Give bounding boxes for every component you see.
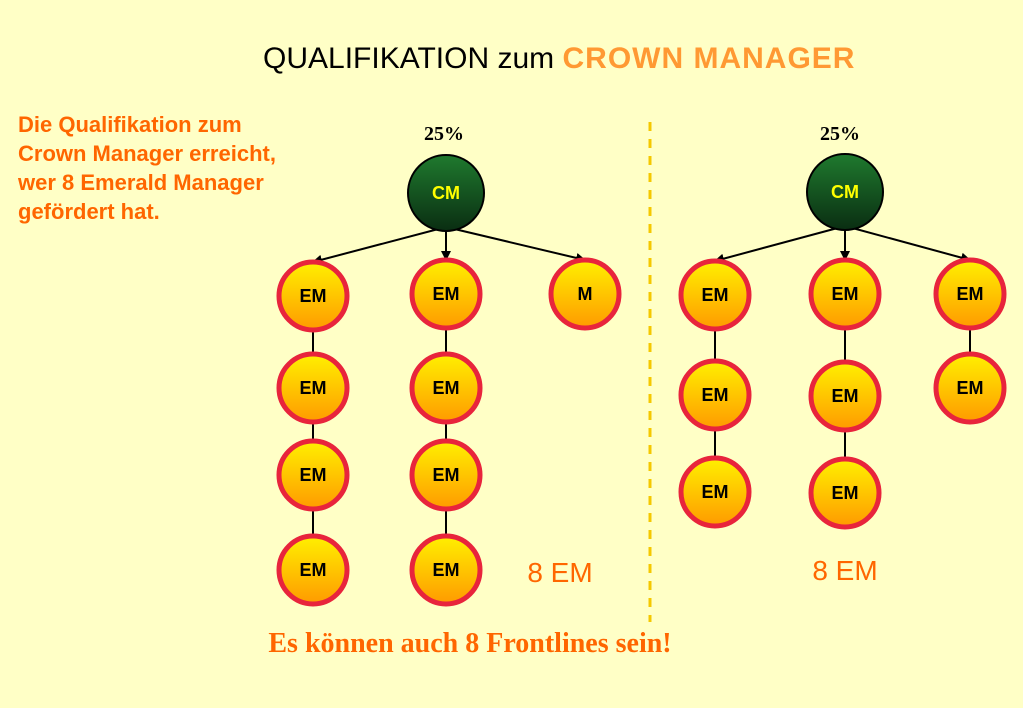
count-label: 8 EM [527, 557, 592, 588]
member-node-label: EM [832, 284, 859, 304]
member-node [548, 257, 622, 331]
branch-arrow [445, 226, 586, 263]
member-node-label: EM [300, 465, 327, 485]
member-node-label: EM [702, 482, 729, 502]
member-node-label: EM [702, 385, 729, 405]
member-node-label: EM [957, 284, 984, 304]
intro-text: Die Qualifikation zum Crown Manager erre… [18, 112, 276, 224]
frontlines-note: Es können auch 8 Frontlines sein! [268, 628, 672, 659]
member-node-label: EM [433, 560, 460, 580]
member-node-label: EM [957, 378, 984, 398]
branch-arrow [714, 225, 846, 264]
percent-label: 25% [424, 123, 464, 145]
member-node-label: EM [433, 284, 460, 304]
title-prefix: QUALIFIKATION zum [263, 42, 563, 75]
title-highlight: CROWN MANAGER [562, 42, 856, 75]
tree-1: 25% CM EM EM EM EM EM EM EM EM M 8 EM [276, 123, 622, 607]
member-node-label: EM [433, 465, 460, 485]
member-node-label: EM [300, 560, 327, 580]
root-node [407, 154, 485, 232]
member-node-label: EM [300, 378, 327, 398]
root-node-label: CM [432, 183, 460, 203]
member-node [678, 258, 752, 332]
member-node [276, 351, 350, 425]
member-node-label: M [578, 284, 593, 304]
percent-label: 25% [820, 123, 860, 145]
member-node-label: EM [832, 483, 859, 503]
member-node [276, 533, 350, 607]
root-node-label: CM [831, 182, 859, 202]
page-title: QUALIFIKATION zum CROWN MANAGER [263, 42, 855, 76]
member-node [409, 257, 483, 331]
count-label: 8 EM [812, 555, 877, 586]
tree-2: 25% CM EM EM EM EM EM EM EM EM 8 EM [678, 123, 1007, 586]
member-node [409, 351, 483, 425]
member-node-label: EM [300, 286, 327, 306]
member-node [409, 438, 483, 512]
member-node [933, 257, 1007, 331]
member-node [409, 533, 483, 607]
branch-arrow [312, 226, 447, 265]
member-node [678, 358, 752, 432]
member-node-label: EM [832, 386, 859, 406]
member-node [808, 359, 882, 433]
member-node-label: EM [702, 285, 729, 305]
branch-arrow [844, 225, 971, 263]
member-node [933, 351, 1007, 425]
member-node [808, 257, 882, 331]
member-node [276, 259, 350, 333]
member-node [276, 438, 350, 512]
root-node [806, 153, 884, 231]
member-node-label: EM [433, 378, 460, 398]
member-node [808, 456, 882, 530]
member-node [678, 455, 752, 529]
